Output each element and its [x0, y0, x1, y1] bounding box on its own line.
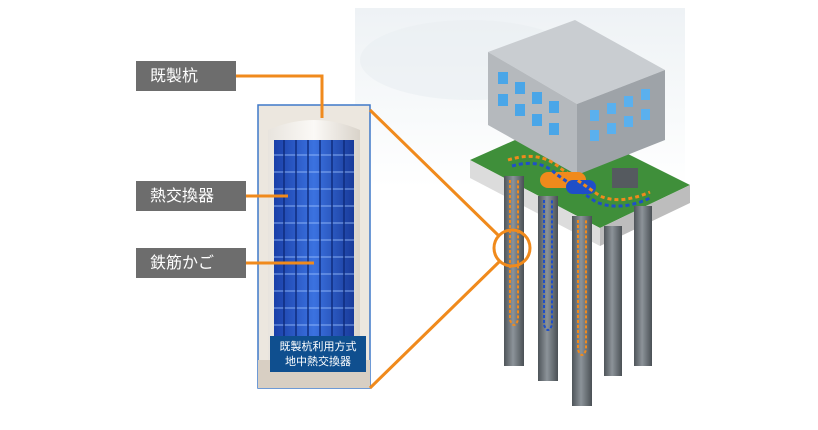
zoom-line-top [368, 108, 501, 238]
callout-line-pile [236, 74, 324, 118]
caption-line-2: 地中熱交換器 [285, 355, 351, 368]
label-pile: 既製杭 [136, 61, 236, 91]
rebar-cage-icon [274, 140, 354, 355]
caption-line-1: 既製杭利用方式 [279, 340, 357, 353]
zoom-line-bottom [368, 260, 501, 390]
building-icon [470, 20, 690, 246]
highlight-circle [492, 228, 532, 268]
label-rebar-cage: 鉄筋かご [136, 248, 246, 278]
label-heat-exchanger: 熱交換器 [136, 181, 246, 211]
pile-icon [504, 176, 652, 406]
caption-box: 既製杭利用方式 地中熱交換器 [270, 336, 366, 372]
